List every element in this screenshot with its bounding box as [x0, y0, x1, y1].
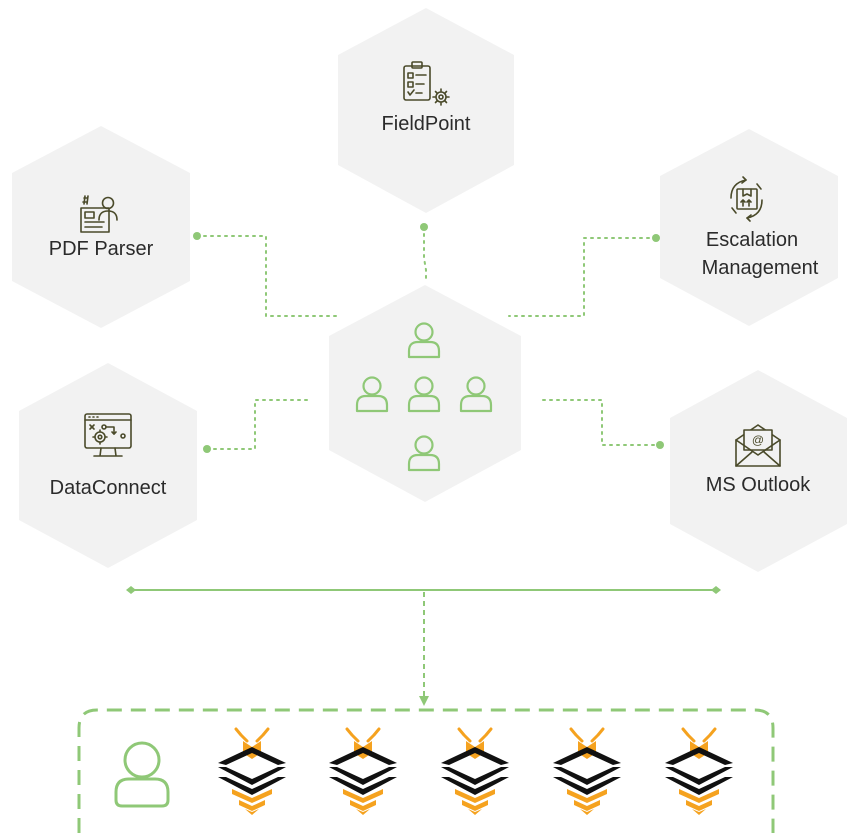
bee-icon	[327, 727, 399, 817]
box-cycle-icon	[730, 176, 763, 222]
connector-fieldpoint	[423, 226, 427, 283]
endpoint-dataconnect	[203, 445, 211, 453]
endpoint-fieldpoint	[420, 223, 428, 231]
connector-pdf-parser	[196, 235, 342, 317]
hexagon-ms-outlook	[670, 370, 847, 572]
envelope-at-icon	[735, 424, 781, 467]
endpoint-ms-outlook	[656, 441, 664, 449]
fieldpoint-label: FieldPoint	[382, 113, 471, 135]
connector-escalation	[508, 237, 657, 317]
bus-end-left	[126, 586, 136, 594]
dataconnect-label: DataConnect	[50, 477, 167, 499]
connectors	[196, 226, 661, 450]
bee-icon	[663, 727, 735, 817]
bottom-user-icon	[114, 741, 170, 808]
hexagon-fieldpoint	[338, 8, 514, 213]
bee-icon	[439, 727, 511, 817]
connector-dataconnect	[206, 399, 310, 450]
bee-icon	[216, 727, 288, 817]
clipboard-settings-icon	[403, 61, 450, 106]
document-user-icon	[80, 195, 118, 233]
bottom-container	[77, 708, 775, 833]
connector-ms-outlook	[542, 399, 661, 446]
at-symbol: @	[752, 433, 764, 447]
bee-icon	[551, 727, 623, 817]
escalation-label-line1: Escalation	[706, 229, 798, 251]
pdf-parser-label: PDF Parser	[49, 238, 154, 260]
endpoint-pdf-parser	[193, 232, 201, 240]
monitor-workflow-icon	[84, 413, 132, 457]
ms-outlook-label: MS Outlook	[706, 474, 811, 496]
connector-endpoints	[193, 223, 664, 453]
bus-line	[126, 586, 721, 594]
escalation-label-line2: Management	[702, 257, 819, 279]
hexagon-dataconnect	[19, 363, 197, 568]
hexagon-escalation	[660, 129, 838, 326]
bus-end-right	[711, 586, 721, 594]
downward-arrow	[419, 592, 429, 706]
endpoint-escalation	[652, 234, 660, 242]
